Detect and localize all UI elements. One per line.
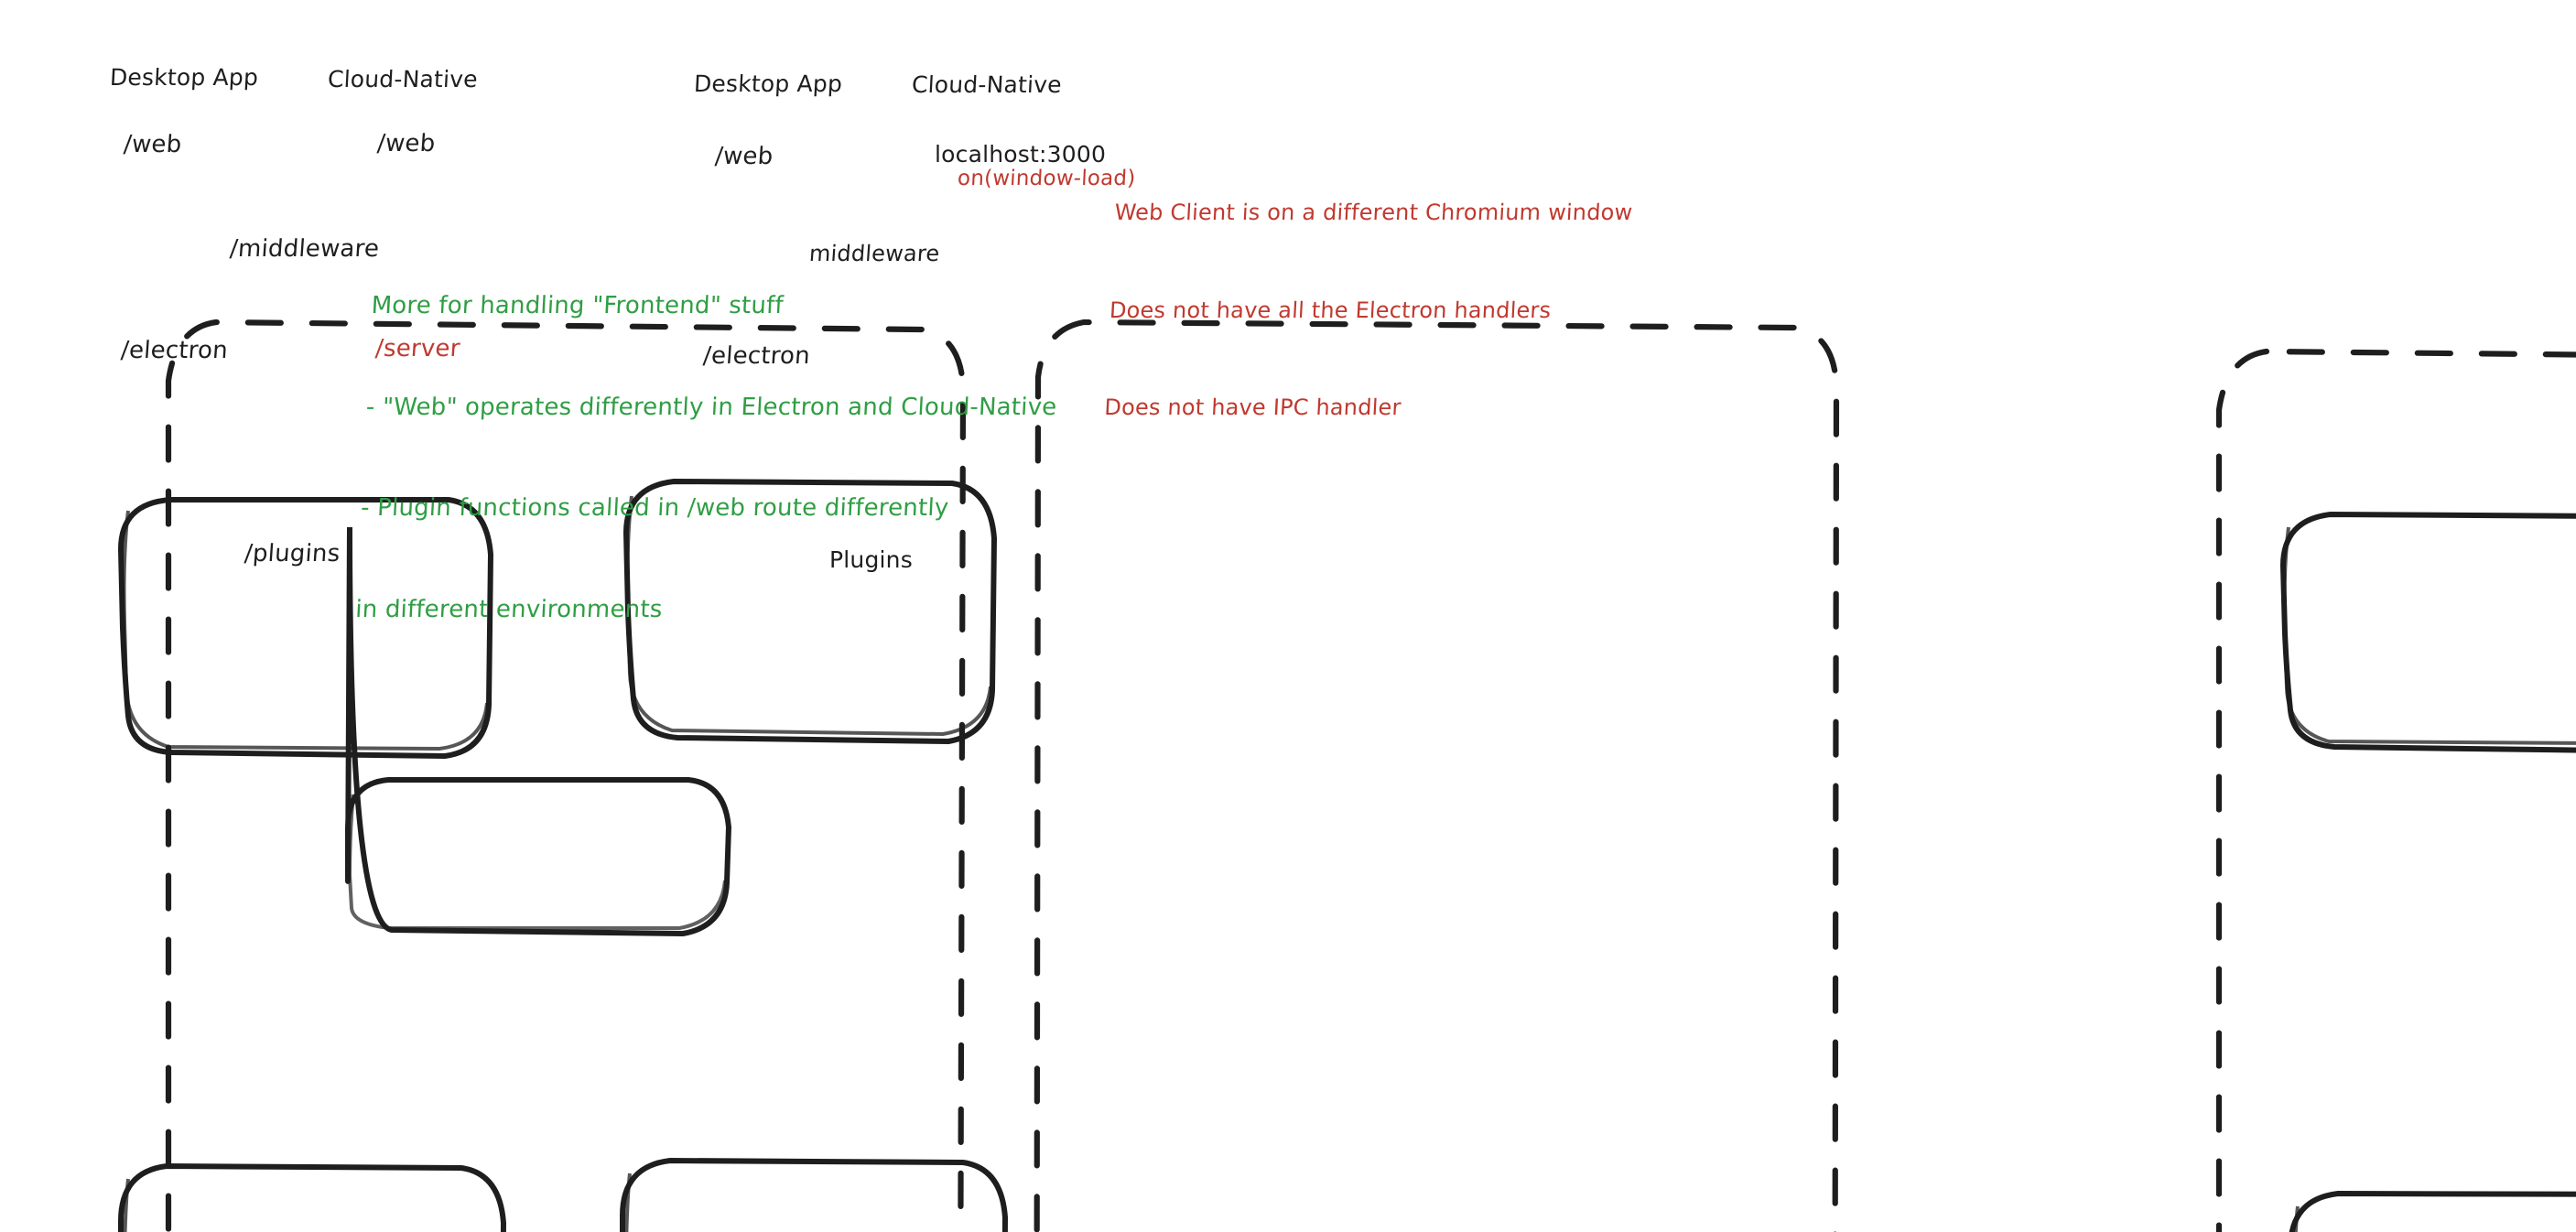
right-box-label-localhost: localhost:3000 (935, 141, 1107, 168)
left-box-label-electron: /electron (120, 337, 229, 364)
right-group-desktop-app-container (2215, 348, 2576, 1232)
green-note-line-1: More for handling "Frontend" stuff (370, 291, 785, 319)
left-box-label-middleware: /middleware (229, 235, 381, 263)
green-note-line-2: - "Web" operates differently in Electron… (365, 393, 1058, 421)
green-annotation-note: More for handling "Frontend" stuff - "We… (351, 222, 1066, 695)
left-box-label-plugins: /plugins (244, 540, 341, 567)
right-box-label-web-desktop: /web (714, 143, 774, 170)
red-annotation-note: Web Client is on a different Chromium wi… (1100, 132, 1637, 490)
left-box-server (620, 1157, 1009, 1232)
left-box-label-web-desktop: /web (123, 131, 183, 158)
left-group-title-desktop-app: Desktop App (109, 64, 259, 91)
right-group-title-desktop-app: Desktop App (693, 70, 843, 97)
right-box-sublabel-on-window-load: on(window-load) (957, 167, 1137, 190)
left-group-desktop-app-container (165, 319, 967, 1232)
left-box-web-desktop (117, 497, 494, 760)
red-note-line-1: Web Client is on a different Chromium wi… (1113, 200, 1634, 226)
right-box-label-middleware: middleware (808, 241, 941, 266)
right-box-label-electron: /electron (702, 342, 811, 370)
left-group-cloud-native-container (1034, 319, 1840, 1232)
red-note-line-2: Does not have all the Electron handlers (1109, 297, 1553, 323)
right-box-web-desktop (2279, 511, 2576, 753)
left-box-web-cloud (622, 478, 998, 745)
right-box-label-plugins: Plugins (829, 546, 913, 573)
red-note-line-3: Does not have IPC handler (1103, 394, 1402, 421)
green-note-line-3: - Plugin functions called in /web route … (360, 494, 950, 523)
left-box-middleware (345, 526, 732, 937)
left-group-title-cloud-native: Cloud-Native (327, 66, 479, 92)
left-box-electron (118, 1162, 507, 1232)
right-group-title-cloud-native: Cloud-Native (911, 71, 1063, 98)
right-box-electron (2289, 1190, 2576, 1232)
green-note-line-4: in different environments (354, 595, 664, 623)
left-box-label-web-cloud: /web (376, 130, 437, 157)
